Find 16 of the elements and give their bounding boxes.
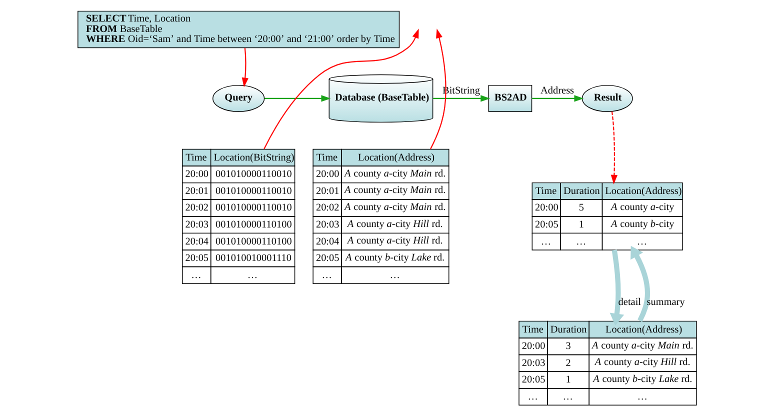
arrow: [263, 28, 418, 150]
arrow: [430, 28, 446, 150]
arrow: [432, 95, 490, 102]
edge-label: summary: [646, 296, 684, 308]
node-box: SELECT Time, Location FROM BaseTable WHERE Oid=‘Sam’ and Time between ‘20:00’ and ‘21:00’ order by Time: [77, 10, 400, 48]
edge-label: Address: [540, 85, 574, 96]
node-ellipse: Result: [581, 84, 632, 112]
arrow: [610, 111, 618, 184]
node-ellipse: Query: [212, 84, 264, 112]
arrow: [609, 250, 624, 326]
node-box: BS2AD: [488, 84, 532, 112]
arrow: [531, 95, 584, 102]
arrow: [241, 48, 248, 88]
edge-label: detail: [618, 296, 641, 308]
arrow: [264, 95, 330, 102]
arrow: [630, 246, 650, 322]
